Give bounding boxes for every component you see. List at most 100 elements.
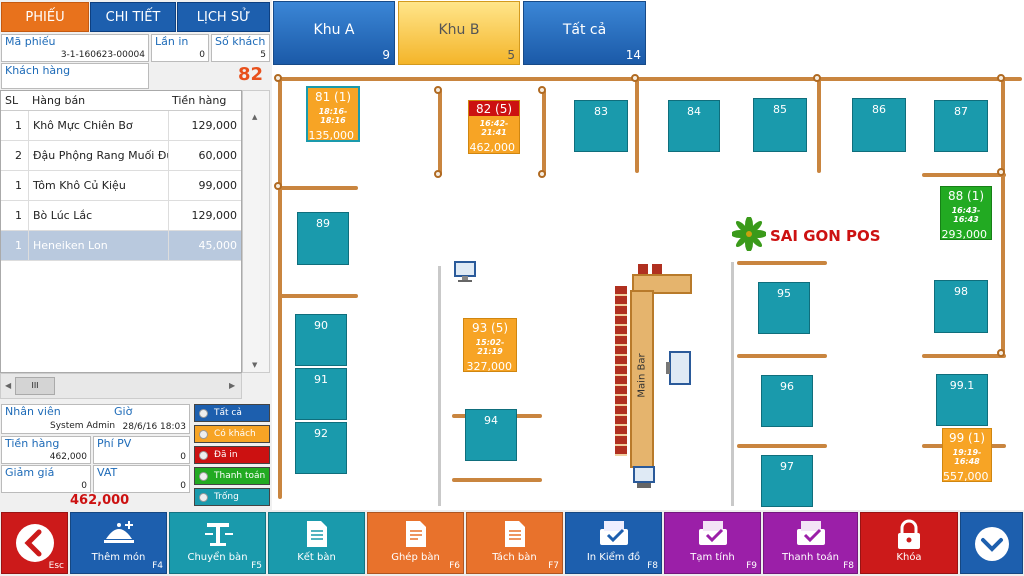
table-time: 19:19-16:48: [952, 448, 982, 466]
vat-field: VAT 0: [93, 465, 190, 493]
khach-hang-field[interactable]: Khách hàng: [1, 63, 149, 89]
scroll-thumb[interactable]: III: [15, 377, 55, 395]
table-98[interactable]: 98: [934, 280, 988, 333]
table-89[interactable]: 89: [297, 212, 349, 265]
table-label: 96: [780, 380, 794, 393]
table-86[interactable]: 86: [852, 98, 906, 152]
nhan-vien-label: Nhân viên: [5, 405, 61, 418]
merge-document-icon: [402, 519, 430, 552]
table-83[interactable]: 83: [574, 100, 628, 152]
shortcut-key: F6: [449, 561, 460, 571]
fence-post: [813, 74, 821, 82]
more-options-button[interactable]: [960, 512, 1023, 574]
scroll-right-arrow-icon[interactable]: ▶: [229, 381, 236, 390]
khoa-button[interactable]: Khóa: [860, 512, 958, 574]
table-label: 88 (1): [947, 189, 985, 203]
printer-icon: [693, 519, 733, 552]
scroll-left-arrow-icon[interactable]: ◀: [5, 381, 12, 390]
table-97[interactable]: 97: [761, 455, 813, 507]
shortcut-key: F8: [647, 561, 658, 571]
tam-tinh-button[interactable]: Tạm tính F9: [664, 512, 761, 574]
gio-label: Giờ: [114, 405, 133, 418]
in-kiem-do-button[interactable]: In Kiểm đồ F8: [565, 512, 662, 574]
table-label: 83: [594, 105, 608, 118]
scroll-down-arrow-icon[interactable]: ▼: [252, 361, 258, 369]
nhan-vien-gio-field: Nhân viên System Admin Giờ 28/6/16 18:03: [1, 404, 190, 434]
button-label: Chuyển bàn: [187, 552, 248, 563]
table-88-paid[interactable]: 88 (1) 16:43-16:43 293,000: [940, 186, 992, 241]
table-81-occupied[interactable]: 81 (1) 18:16-18:16 135,000: [306, 86, 360, 142]
table-96[interactable]: 96: [761, 375, 813, 427]
order-row[interactable]: 2 Đậu Phộng Rang Muối Đư...60,000: [1, 141, 241, 171]
table-82-printed[interactable]: 82 (5) 16:42-21:41 462,000: [468, 100, 520, 154]
main-bar-label: Main Bar: [636, 353, 648, 398]
order-vertical-scrollbar[interactable]: ▲ ▼: [242, 90, 270, 373]
them-mon-button[interactable]: Thêm món F4: [70, 512, 167, 574]
row-qty: 2: [15, 149, 22, 162]
table-label: 85: [773, 103, 787, 116]
document-icon: [303, 519, 331, 552]
ket-ban-button[interactable]: Kết bàn: [268, 512, 365, 574]
scroll-up-arrow-icon[interactable]: ▲: [252, 113, 258, 121]
back-button[interactable]: Esc: [1, 512, 68, 574]
filter-label: Thanh toán: [214, 471, 266, 481]
filter-trong[interactable]: Trống: [194, 488, 270, 506]
brand-logo-text: SAI GON POS: [770, 227, 881, 245]
thanh-toan-button[interactable]: Thanh toán F8: [763, 512, 858, 574]
phi-pv-label: Phí PV: [97, 437, 132, 450]
radio-icon: [199, 471, 208, 481]
chuyen-ban-button[interactable]: Chuyển bàn F5: [169, 512, 266, 574]
table-time: 16:43-16:43: [951, 206, 981, 224]
tach-ban-button[interactable]: Tách bàn F7: [466, 512, 563, 574]
table-95[interactable]: 95: [758, 282, 810, 334]
tab-phieu[interactable]: PHIẾU: [1, 2, 89, 32]
row-price: 60,000: [168, 141, 241, 170]
floor-plan: 81 (1) 18:16-18:16 135,000 82 (5) 16:42-…: [272, 66, 1024, 510]
ghep-ban-button[interactable]: Ghép bàn F6: [367, 512, 464, 574]
table-93-occupied[interactable]: 93 (5) 15:02-21:19 327,000: [463, 318, 517, 373]
table-90[interactable]: 90: [295, 314, 347, 366]
order-table-header: SL Hàng bán Tiền hàng: [1, 91, 241, 111]
fence-right: [1001, 79, 1005, 353]
table-92[interactable]: 92: [295, 422, 347, 474]
table-label: 99.1: [949, 379, 975, 392]
table-99-1[interactable]: 99.1: [936, 374, 988, 426]
lan-in-value: 0: [199, 50, 205, 60]
divider-line: [438, 266, 441, 506]
table-91[interactable]: 91: [295, 368, 347, 420]
table-94[interactable]: 94: [465, 409, 517, 461]
button-label: Tách bàn: [492, 552, 537, 563]
so-khach-label: Số khách: [215, 35, 266, 48]
filter-da-in[interactable]: Đã in: [194, 446, 270, 464]
tab-lich-su[interactable]: LỊCH SỬ: [177, 2, 270, 32]
row-name: Đậu Phộng Rang Muối Đư...: [28, 141, 168, 170]
button-label: Tạm tính: [690, 552, 735, 563]
radio-icon: [199, 408, 208, 418]
filter-co-khach[interactable]: Có khách: [194, 425, 270, 443]
order-horizontal-scrollbar[interactable]: ◀ III ▶: [0, 373, 242, 399]
filter-thanh-toan[interactable]: Thanh toán: [194, 467, 270, 485]
tien-hang-field: Tiền hàng 462,000: [1, 436, 91, 464]
table-99-occupied[interactable]: 99 (1) 19:19-16:48 557,000: [942, 428, 992, 483]
table-label: 82 (5): [469, 101, 519, 116]
filter-label: Đã in: [214, 450, 238, 460]
shortcut-key: Esc: [48, 561, 64, 571]
table-85[interactable]: 85: [753, 98, 807, 152]
filter-tat-ca[interactable]: Tất cả: [194, 404, 270, 422]
fence: [922, 173, 1006, 177]
table-label: 92: [314, 427, 328, 440]
tab-chi-tiet[interactable]: CHI TIẾT: [90, 2, 176, 32]
table-87[interactable]: 87: [934, 100, 988, 152]
col-sl: SL: [5, 94, 19, 107]
fence: [737, 444, 827, 448]
table-label: 84: [687, 105, 701, 118]
table-84[interactable]: 84: [668, 100, 720, 152]
